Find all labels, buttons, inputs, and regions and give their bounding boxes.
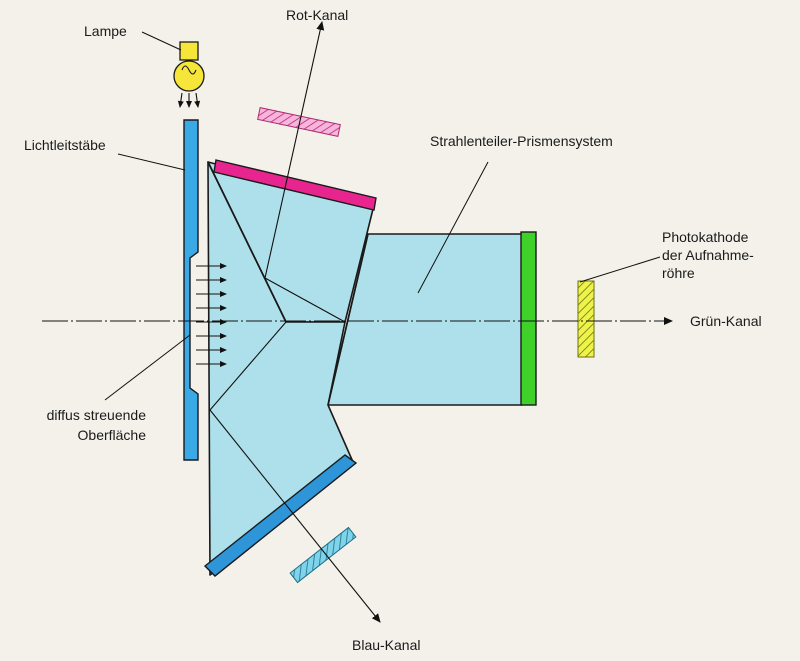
blue-channel-label: Blau-Kanal [352, 637, 421, 653]
blue-target-plate [289, 526, 357, 584]
red-channel-ray [264, 21, 325, 279]
lamp [173, 41, 205, 108]
diffuse-surface-label-line2: Oberfläche [77, 427, 146, 443]
red-reflection-path [264, 277, 346, 323]
photocathode-label-line3: röhre [662, 265, 695, 281]
prism-interface-line [207, 161, 287, 323]
lamp-label: Lampe [84, 23, 127, 39]
leader-lines [104, 31, 661, 401]
red-filter [213, 159, 377, 211]
red-channel-label: Rot-Kanal [286, 7, 349, 23]
blue-filter [203, 454, 358, 577]
light-guide-rod [183, 119, 199, 461]
lamp-filament [181, 65, 197, 75]
photocathode-label-line2: der Aufnahme- [662, 247, 754, 263]
blue-channel-ray [209, 409, 381, 623]
prism-system [207, 161, 523, 576]
green-filter [520, 231, 537, 406]
blue-reflection-path [209, 321, 287, 411]
green-channel-label: Grün-Kanal [690, 313, 762, 329]
lamp-bulb [173, 60, 205, 92]
prism-edge-line [327, 233, 369, 406]
lamp-socket [179, 41, 199, 61]
diffuse-light-arrows [196, 263, 227, 367]
light-rods-label: Lichtleitstäbe [24, 137, 106, 153]
photocathode-label-line1: Photokathode [662, 229, 749, 245]
ray-paths [42, 21, 673, 623]
diffuse-surface-label-line1: diffus streuende [46, 407, 146, 423]
green-target-plate [577, 280, 595, 358]
red-target-plate [257, 107, 341, 137]
beam-splitter-label: Strahlenteiler-Prismensystem [430, 133, 613, 149]
